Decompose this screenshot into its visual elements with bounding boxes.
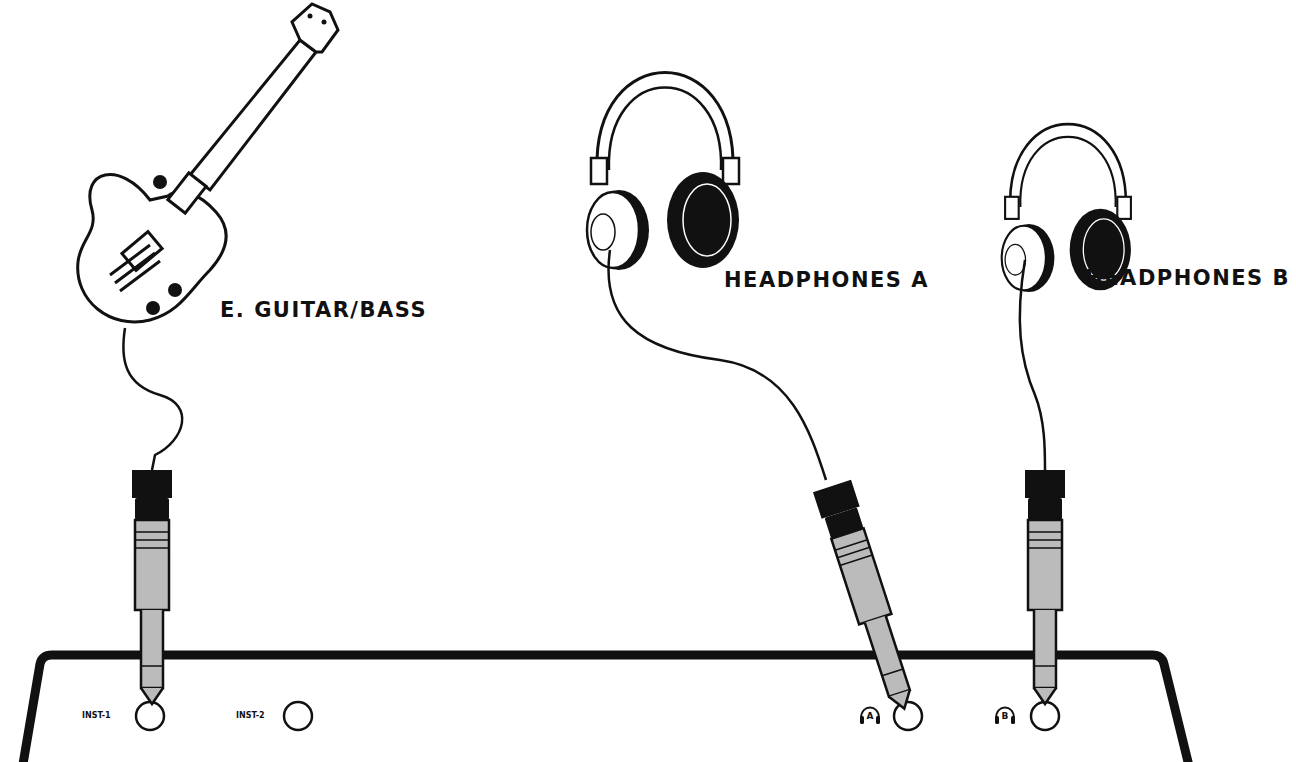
headphones-label: HEADPHONES B xyxy=(1085,268,1290,289)
headphone-icon-letter: A xyxy=(864,712,876,721)
headphones-label: HEADPHONES A xyxy=(724,270,929,291)
headphone-icon-letter: B xyxy=(999,712,1011,721)
instrument-label: E. GUITAR/BASS xyxy=(220,300,427,321)
jack-label: INST-2 xyxy=(236,712,265,720)
jack-label: INST-1 xyxy=(82,712,111,720)
